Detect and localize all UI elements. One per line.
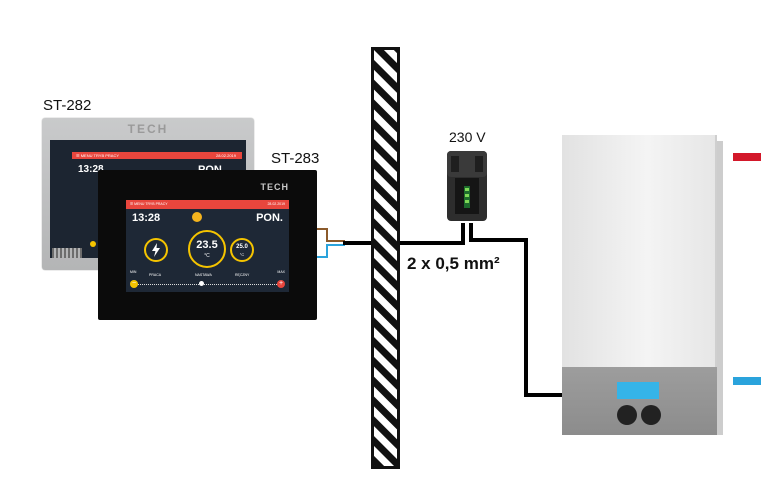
setpoint-label: NASTAWA xyxy=(195,273,212,277)
hot-water-pipe xyxy=(733,153,761,161)
boiler-display xyxy=(617,382,659,399)
st282-time: 13:28 xyxy=(78,164,104,175)
slider-max-label: MAX xyxy=(277,270,285,274)
st282-topbar-left: ☰ MENU TRYB PRACY xyxy=(76,153,120,158)
boiler-body xyxy=(562,135,717,367)
st283-time: 13:28 xyxy=(132,212,161,224)
cable-relay-to-boiler xyxy=(469,223,562,397)
slider-min-label: MIN xyxy=(130,270,137,274)
temperature-slider-knob xyxy=(199,281,204,286)
st283-screen: ☰ MENU TRYB PRACY 28.02.2019 13:28 PON. … xyxy=(126,200,289,292)
heating-status-ring xyxy=(144,238,168,262)
st283-topbar-right: 28.02.2019 xyxy=(267,202,285,206)
increase-button: + xyxy=(277,280,285,288)
cable-spec-label: 2 x 0,5 mm² xyxy=(407,254,500,273)
cold-water-pipe xyxy=(733,377,761,385)
st283-controller: TECH ☰ MENU TRYB PRACY 28.02.2019 13:28 … xyxy=(98,170,317,320)
temperature-slider-track xyxy=(138,284,277,285)
st283-topbar-left: ☰ MENU TRYB PRACY xyxy=(130,202,168,206)
st283-label: ST-283 xyxy=(271,150,320,167)
main-temperature-value: 23.5 xyxy=(196,239,218,251)
st282-vent xyxy=(52,248,82,258)
main-temperature-unit: °C xyxy=(204,253,210,259)
st282-topbar-right: 28.02.2019 xyxy=(215,153,236,158)
boiler xyxy=(562,135,723,435)
st283-topbar: ☰ MENU TRYB PRACY 28.02.2019 xyxy=(126,200,289,209)
cable-controller-to-relay xyxy=(343,223,465,245)
wall xyxy=(371,47,400,469)
st282-brand-logo: TECH xyxy=(127,122,169,136)
main-temperature-ring: 23.5 °C xyxy=(188,230,226,268)
set-temperature-value: 25.0 xyxy=(236,244,248,250)
st283-day: PON. xyxy=(256,212,283,224)
st282-minus-button xyxy=(90,241,96,247)
wire-brown xyxy=(317,228,345,242)
st283-brand-logo: TECH xyxy=(260,182,289,192)
voltage-label: 230 V xyxy=(449,129,486,145)
set-temperature-unit: °C xyxy=(239,252,245,257)
wire-blue xyxy=(317,244,345,258)
sun-icon xyxy=(192,212,202,222)
set-temperature-ring: 25.0 °C xyxy=(230,238,254,262)
boiler-control-panel xyxy=(562,367,717,435)
decrease-button: − xyxy=(130,280,138,288)
boiler-left-knob xyxy=(617,405,637,425)
lightning-icon xyxy=(152,243,160,257)
boiler-right-knob xyxy=(641,405,661,425)
mode-label: PRACA xyxy=(149,273,162,277)
st282-label: ST-282 xyxy=(43,97,92,114)
relay-module xyxy=(447,151,487,221)
st282-topbar: ☰ MENU TRYB PRACY 28.02.2019 xyxy=(72,152,242,159)
manual-label: RĘCZNY xyxy=(235,273,250,277)
boiler-side xyxy=(717,141,723,435)
